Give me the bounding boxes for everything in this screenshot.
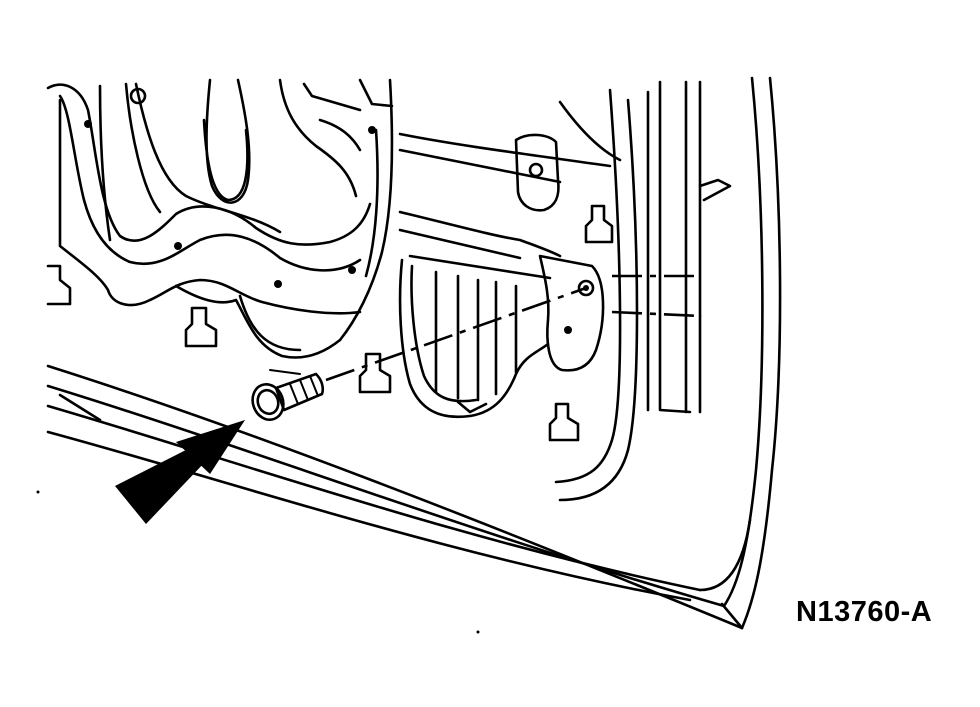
door-outer-frame: [554, 76, 782, 630]
rivet-holes: [84, 120, 572, 334]
latch-bracket: [538, 254, 605, 372]
bolt-icon: [251, 372, 325, 421]
scan-specks: [36, 490, 480, 634]
center-pocket: [398, 254, 552, 419]
clip-slots: [46, 204, 614, 442]
callout-arrow-icon: [115, 420, 245, 524]
alignment-lines: [325, 274, 703, 382]
lower-opening: [174, 284, 342, 375]
upper-rail: [398, 100, 732, 260]
figure-code: N13760-A: [796, 596, 933, 628]
door-sill: [46, 364, 752, 630]
